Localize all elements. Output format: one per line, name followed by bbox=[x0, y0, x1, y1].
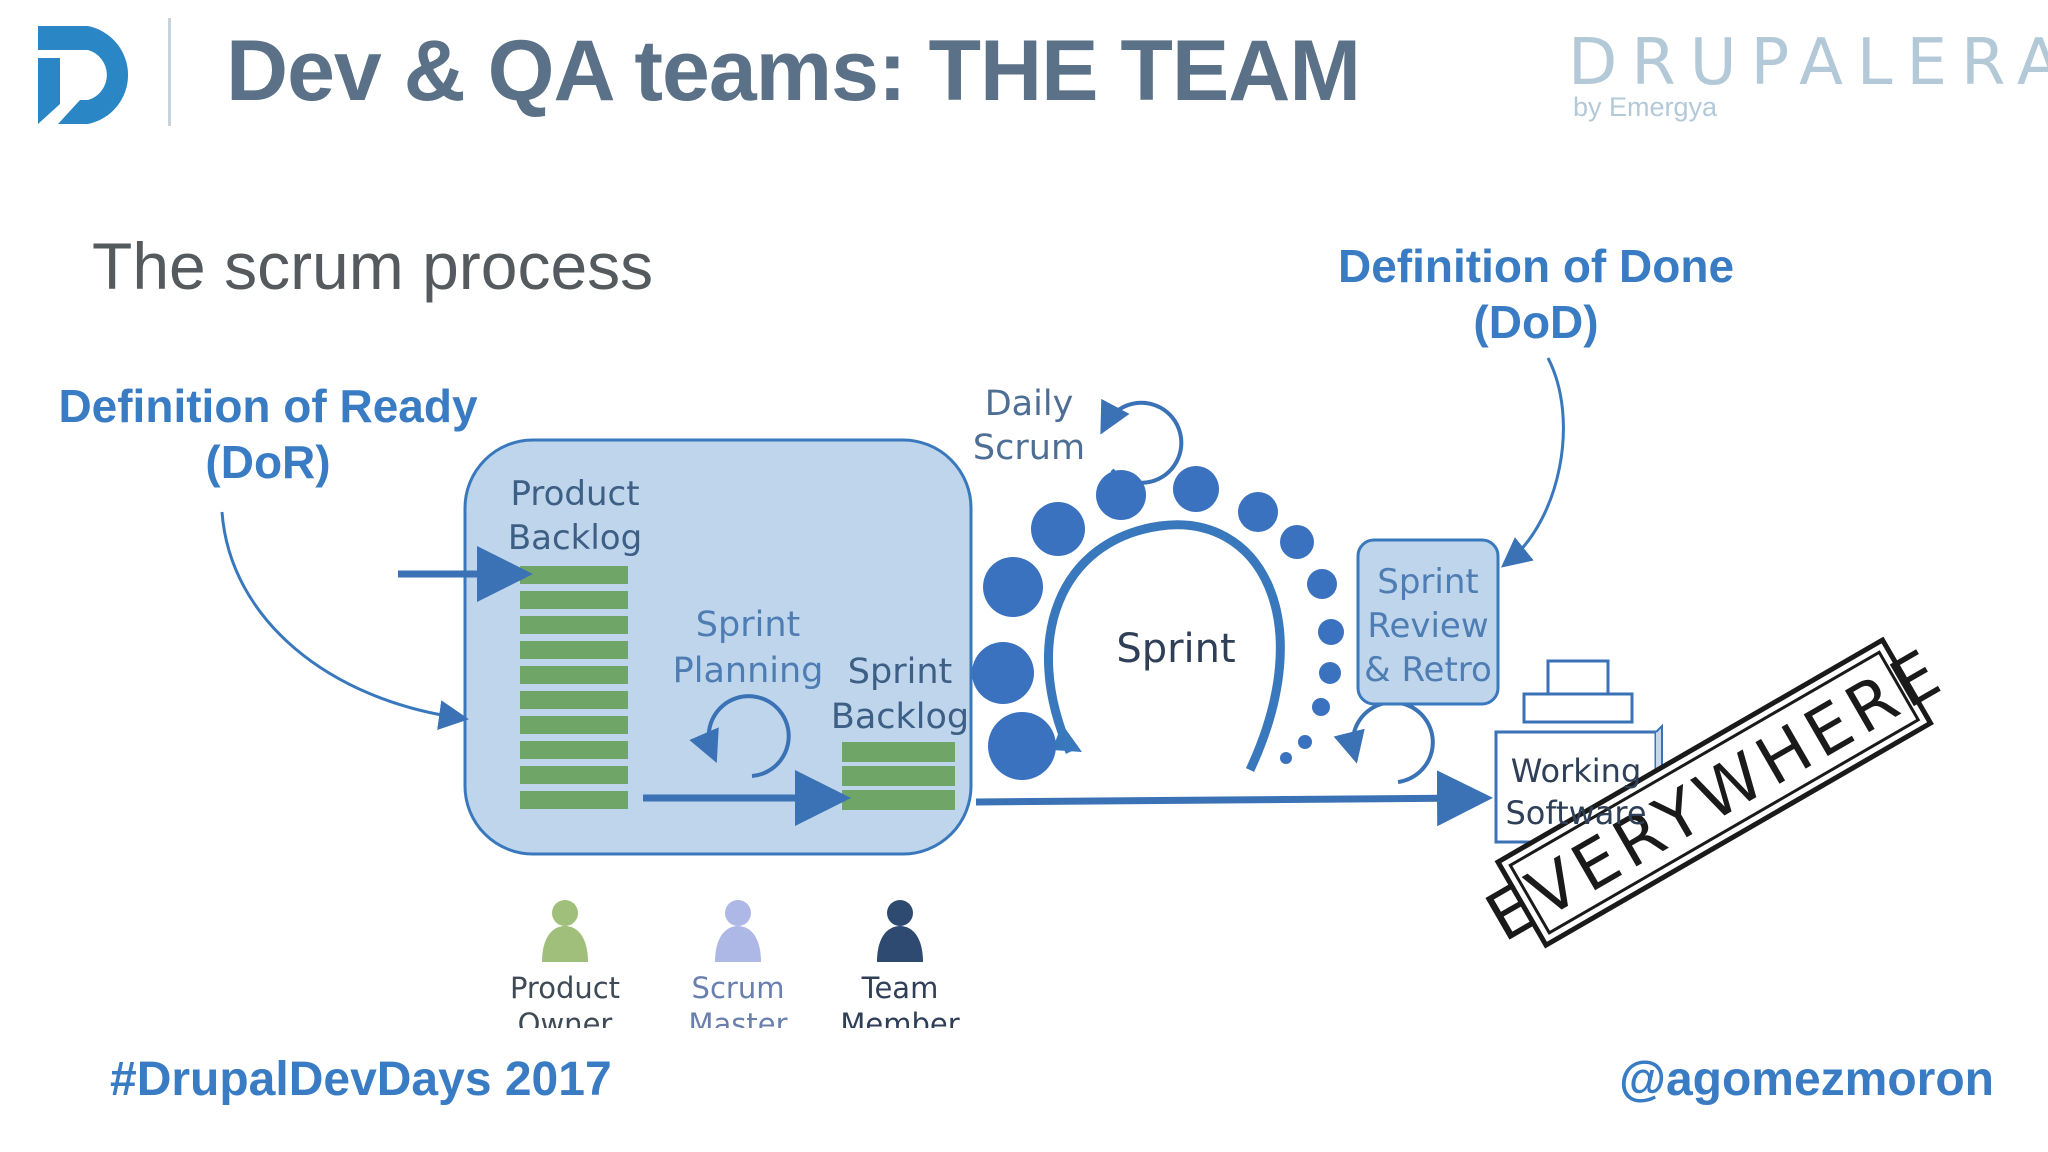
sprint-review-line3: & Retro bbox=[1364, 650, 1492, 690]
working-software-label: Working Software bbox=[1500, 750, 1652, 834]
sprint-planning-label: Sprint Planning bbox=[666, 602, 830, 694]
role-team-member-label: Team Member bbox=[835, 970, 965, 1028]
brand-subtitle: by Emergya bbox=[1573, 92, 1718, 122]
product-backlog-line1: Product bbox=[510, 474, 640, 514]
dor-line1: Definition of Ready bbox=[58, 380, 478, 432]
dor-arrow bbox=[220, 511, 469, 730]
product-backlog-line2: Backlog bbox=[507, 518, 643, 558]
team-member-icon bbox=[877, 900, 923, 962]
sprint-review-label: Sprint Review & Retro bbox=[1360, 560, 1496, 692]
footer-twitter-handle: @agomezmoron bbox=[1619, 1053, 1994, 1106]
sprint-label: Sprint bbox=[1116, 626, 1236, 672]
slide-title: Dev & QA teams: THE TEAM bbox=[226, 23, 1361, 119]
role-scrum-master-line2: Master bbox=[688, 1007, 788, 1028]
dor-line2: (DoR) bbox=[205, 436, 331, 488]
product-backlog-label: Product Backlog bbox=[500, 472, 650, 560]
role-product-owner-label: Product Owner bbox=[500, 970, 630, 1028]
role-team-member-line1: Team bbox=[861, 971, 939, 1005]
working-software-line1: Working bbox=[1510, 752, 1642, 790]
sprint-review-line2: Review bbox=[1367, 606, 1489, 646]
review-loop-icon bbox=[1333, 700, 1435, 784]
section-subtitle: The scrum process bbox=[92, 229, 654, 303]
sprint-backlog-line1: Sprint bbox=[847, 652, 953, 692]
brand-name: DRUPALERA bbox=[1568, 26, 2048, 100]
role-product-owner-line1: Product bbox=[509, 971, 621, 1005]
sprint-planning-line2: Planning bbox=[672, 651, 824, 691]
definition-of-ready-label: Definition of Ready (DoR) bbox=[40, 378, 496, 490]
role-scrum-master-label: Scrum Master bbox=[673, 970, 803, 1028]
role-scrum-master-line1: Scrum bbox=[691, 971, 785, 1005]
product-backlog-stack bbox=[520, 566, 628, 809]
sprint-arc bbox=[1044, 520, 1285, 772]
daily-scrum-line1: Daily bbox=[984, 384, 1074, 424]
dod-arrow bbox=[1501, 357, 1565, 568]
product-owner-icon bbox=[542, 900, 588, 962]
sprint-backlog-line2: Backlog bbox=[830, 697, 970, 737]
definition-of-done-label: Definition of Done (DoD) bbox=[1316, 238, 1756, 350]
footer-hashtag: #DrupalDevDays 2017 bbox=[110, 1053, 612, 1106]
dod-line2: (DoD) bbox=[1473, 296, 1599, 348]
sprint-backlog-stack bbox=[842, 742, 955, 810]
sprint-planning-line1: Sprint bbox=[695, 605, 801, 645]
sprint-review-box bbox=[1356, 538, 1500, 706]
daily-scrum-label: Daily Scrum bbox=[962, 382, 1096, 470]
drupalera-logo-icon bbox=[38, 26, 129, 124]
header-divider bbox=[168, 18, 171, 126]
daily-scrum-line2: Scrum bbox=[972, 428, 1086, 468]
scrum-master-icon bbox=[715, 900, 761, 962]
sprint-review-line1: Sprint bbox=[1377, 562, 1479, 602]
planning-loop-icon bbox=[689, 694, 791, 778]
working-software-line2: Software bbox=[1505, 794, 1647, 832]
release-arrow bbox=[975, 770, 1493, 827]
role-team-member-line2: Member bbox=[840, 1007, 960, 1028]
sprint-dots bbox=[972, 466, 1344, 780]
role-product-owner-line2: Owner bbox=[517, 1007, 613, 1028]
dod-line1: Definition of Done bbox=[1337, 240, 1735, 292]
sprint-backlog-label: Sprint Backlog bbox=[826, 650, 974, 740]
